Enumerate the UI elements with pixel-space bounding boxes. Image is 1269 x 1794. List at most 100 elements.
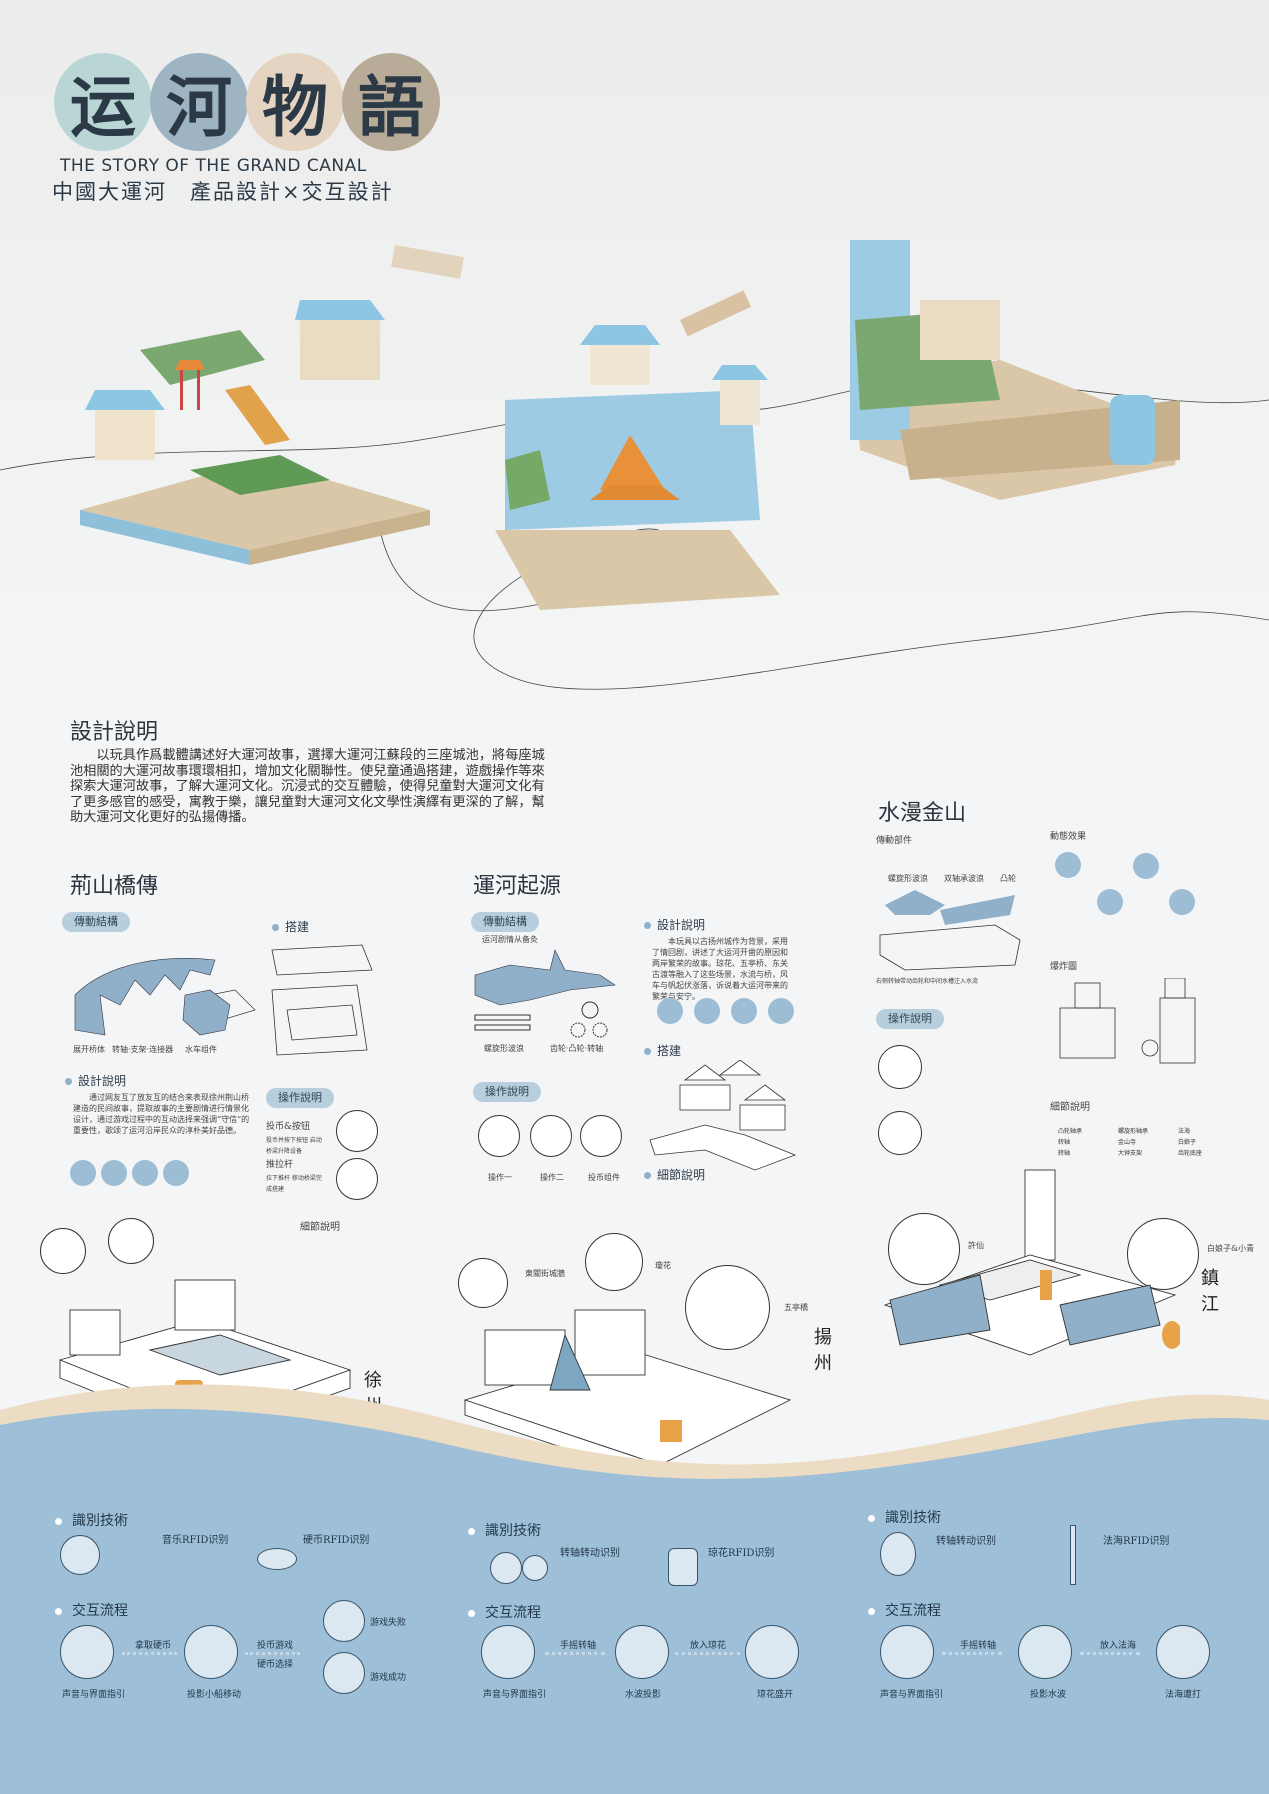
detail-item: 齿轮底座 [1178, 1150, 1203, 1157]
callout: 五亭橋 [784, 1303, 808, 1312]
city-label-yangzhou: 揚州 [811, 1327, 832, 1379]
flow-connector [245, 1652, 300, 1655]
flow-step-label: 游戏失败 [370, 1618, 407, 1628]
detail-circle [585, 1233, 643, 1291]
flow-heading: 交互流程 [55, 1600, 128, 1620]
design-heading: 設計說明 [644, 916, 705, 933]
flow-step-circle [60, 1625, 114, 1679]
yangzhou-drive-drawing [474, 949, 616, 1038]
flow-step-circle [880, 1625, 934, 1679]
rfid-title: 转轴转动识别 [560, 1548, 620, 1559]
drive-structure-pill: 傳動結構 [62, 912, 130, 932]
title-char-2: 河 [150, 53, 248, 151]
flow-step-circle [323, 1600, 365, 1642]
callout: 白娘子&小青 [1207, 1244, 1255, 1253]
title-char-3: 物 [246, 53, 344, 151]
operation-circle [530, 1115, 572, 1157]
caption: 齿轮·凸轮·转轴 [550, 1044, 604, 1053]
lever-detail-circle [336, 1158, 378, 1200]
subtitle-en: THE STORY OF THE GRAND CANAL [60, 156, 367, 176]
op-caption: 操作一 [488, 1173, 512, 1182]
section-title-xuzhou: 荊山橋傳 [70, 874, 159, 899]
caption: 螺旋形波浪 [484, 1044, 524, 1053]
rfid-title: 琼花RFID识别 [708, 1548, 775, 1559]
zhenjiang-line-drawing [883, 1169, 1180, 1356]
detail-item: 转轴 [1058, 1150, 1071, 1157]
figures-icon [1097, 889, 1123, 915]
rotation-drawing [522, 1555, 548, 1581]
flow-step-label: 水波投影 [625, 1690, 662, 1700]
flow-connector [122, 1652, 177, 1655]
caption: 凸轮 [1000, 874, 1016, 883]
drive-heading: 傳動部件 [876, 836, 913, 846]
op1-text: 投币并按下按钮 启动桥梁升降设备 [266, 1137, 322, 1155]
flow-step-label: 游戏成功 [370, 1673, 407, 1683]
flow-step-label: 投影水波 [1030, 1690, 1067, 1700]
bridge-drive-drawing [74, 958, 216, 1036]
flow-arrow-label: 拿取硬币 [135, 1641, 172, 1651]
flow-heading: 交互流程 [868, 1600, 941, 1620]
rfid-title: 硬币RFID识别 [303, 1535, 370, 1546]
detail-circle [40, 1228, 86, 1274]
card-icon [163, 1160, 189, 1186]
caption: 螺旋形波浪 [888, 874, 928, 883]
baisuzhen-detail-circle [1127, 1218, 1199, 1290]
design-heading: 設計說明 [65, 1072, 126, 1089]
qionghua-box-drawing [668, 1548, 698, 1586]
caption: 水车组件 [185, 1045, 217, 1054]
detail-item: 金山寺 [1118, 1139, 1137, 1146]
waterwheel-icon [731, 998, 757, 1024]
recognition-heading: 識別技術 [468, 1520, 541, 1540]
drive-note: 右侧转轴带动齿轮和中间水槽注入水流 [876, 978, 979, 985]
op2-title: 推拉杆 [266, 1160, 294, 1170]
detail-item: 法海 [1178, 1128, 1191, 1135]
flow-step-label: 法海遭打 [1165, 1690, 1202, 1700]
detail-item: 凸轮轴承 [1058, 1128, 1083, 1135]
flow-step-circle [184, 1625, 238, 1679]
flow-step-label: 琼花盛开 [757, 1690, 794, 1700]
xiaoqing-icon [1169, 889, 1195, 915]
waterwheel-icon [101, 1160, 127, 1186]
coin-drawing [257, 1548, 297, 1570]
title-char-1: 运 [54, 53, 152, 151]
waterwheel-drawing [182, 989, 231, 1036]
flow-arrow-label: 硬币选择 [257, 1660, 294, 1670]
op1-title: 投币&按钮 [266, 1122, 311, 1132]
explode-heading: 爆炸圖 [1050, 962, 1078, 972]
operation-circle [478, 1115, 520, 1157]
flow-connector [942, 1652, 1002, 1655]
zhenjiang-exploded-drawing [1059, 978, 1196, 1064]
flow-step-circle [481, 1625, 535, 1679]
title-char-4: 語 [342, 53, 440, 151]
flow-arrow-label: 投币游戏 [257, 1641, 294, 1651]
section-title-zhenjiang: 水漫金山 [878, 801, 967, 826]
flow-arrow-label: 手摇转轴 [960, 1641, 997, 1651]
flow-step-circle [745, 1625, 799, 1679]
op-caption: 投币组件 [588, 1173, 620, 1182]
drive-structure-pill: 傳動結構 [471, 912, 539, 932]
sailboat-icon [694, 998, 720, 1024]
detail-heading: 細節說明 [644, 1166, 705, 1183]
detail-heading: 細節說明 [300, 1222, 340, 1233]
operation-pill: 操作說明 [266, 1088, 334, 1108]
intro-heading: 設計說明 [70, 720, 159, 745]
callout: 東關街城牆 [525, 1269, 565, 1278]
yangzhou-model [495, 325, 780, 610]
flow-arrow-label: 放入法海 [1100, 1641, 1137, 1651]
detail-circle [685, 1265, 770, 1350]
build-exploded-drawing [271, 944, 373, 1056]
callout: 瓊花 [655, 1261, 671, 1270]
detail-list: 凸轮轴承转轴转轴螺旋形轴承金山寺大钟支架法海白娘子齿轮底座 [1058, 1126, 1238, 1159]
bottom-wave-background [0, 1384, 1269, 1794]
flow-connector [675, 1652, 740, 1655]
city-label-zhenjiang: 鎮江 [1198, 1268, 1219, 1320]
rfid-title: 法海RFID识别 [1103, 1536, 1170, 1547]
flow-step-circle [1156, 1625, 1210, 1679]
fahai-icon [1133, 853, 1159, 879]
detail-circle [108, 1218, 154, 1264]
rotation-drawing [490, 1552, 522, 1584]
caption: 展开桥体 [73, 1045, 105, 1054]
section-title-yangzhou: 運河起源 [473, 874, 562, 899]
callout: 許仙 [968, 1241, 984, 1250]
recognition-heading: 識別技術 [55, 1510, 128, 1530]
